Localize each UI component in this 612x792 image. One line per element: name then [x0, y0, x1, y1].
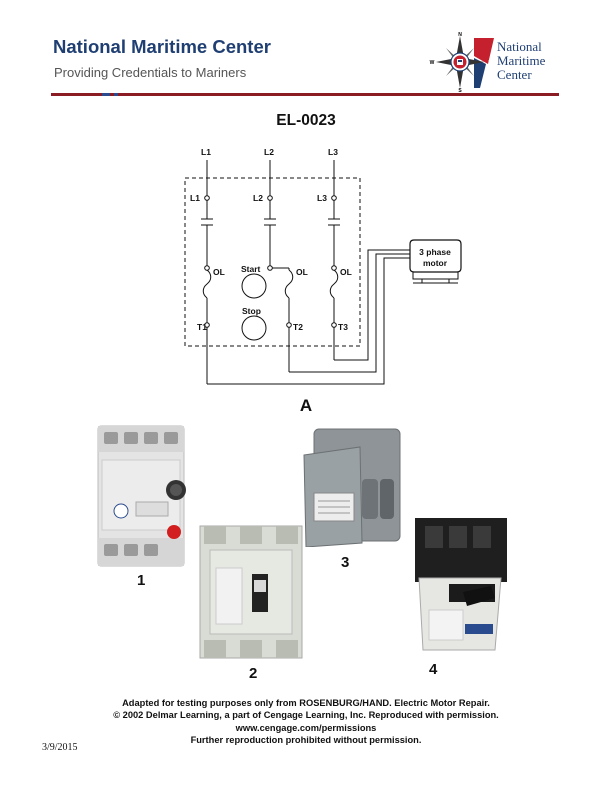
compass-north-letter: N — [458, 32, 462, 38]
divider-accent — [114, 93, 118, 96]
motor-protection-breaker-image — [415, 518, 507, 651]
copyright-line: Further reproduction prohibited without … — [190, 734, 422, 745]
motor-circuit-breaker-image — [199, 525, 303, 659]
contact-label-l2: L2 — [253, 193, 263, 203]
overload-label: OL — [340, 267, 352, 277]
copyright-line: © 2002 Delmar Learning, a part of Cengag… — [113, 710, 499, 721]
terminal-label-t1: T1 — [197, 322, 207, 332]
motor-label: 3 phase — [419, 247, 451, 257]
device-number-2: 2 — [249, 665, 258, 682]
compass-south-letter: S — [458, 88, 462, 92]
motor-label: motor — [423, 258, 448, 268]
terminal-label-t2: T2 — [293, 322, 303, 332]
compass-west-letter: W — [430, 60, 435, 66]
compass-east-letter: E — [488, 60, 492, 66]
overload-label: OL — [296, 267, 308, 277]
logo-word: National — [497, 39, 542, 54]
line-label-l1: L1 — [201, 147, 211, 157]
contact-label-l1: L1 — [190, 193, 200, 203]
organization-name: National Maritime Center — [53, 36, 271, 57]
device-number-4: 4 — [429, 661, 438, 678]
manual-motor-starter-image — [97, 425, 186, 567]
wiring-diagram: L1 L2 L3 L1 L2 L3 OL OL OL Start Stop T1… — [184, 147, 462, 385]
logo-wordmark: National Maritime Center — [497, 40, 545, 82]
line-label-l3: L3 — [328, 147, 338, 157]
enclosed-starter-image — [303, 428, 401, 547]
logo-word: Maritime — [497, 53, 546, 68]
header-divider — [51, 93, 559, 96]
organization-tagline: Providing Credentials to Mariners — [54, 65, 247, 80]
compass-logo-icon: N S W E — [430, 32, 494, 92]
start-button-label: Start — [241, 264, 261, 274]
stop-button-label: Stop — [242, 306, 261, 316]
terminal-label-t3: T3 — [338, 322, 348, 332]
copyright-line: Adapted for testing purposes only from R… — [122, 698, 490, 708]
copyright-line: www.cengage.com/permissions — [235, 722, 377, 733]
line-label-l2: L2 — [264, 147, 274, 157]
contact-label-l3: L3 — [317, 193, 327, 203]
overload-label: OL — [213, 267, 225, 277]
logo-word: Center — [497, 67, 532, 82]
diagram-label: A — [299, 396, 313, 415]
document-id: EL-0023 — [276, 112, 336, 129]
document-date: 3/9/2015 — [42, 742, 78, 753]
divider-accent — [102, 93, 110, 96]
device-number-1: 1 — [137, 572, 146, 589]
device-number-3: 3 — [341, 554, 350, 571]
copyright-notice: Adapted for testing purposes only from R… — [0, 697, 612, 746]
